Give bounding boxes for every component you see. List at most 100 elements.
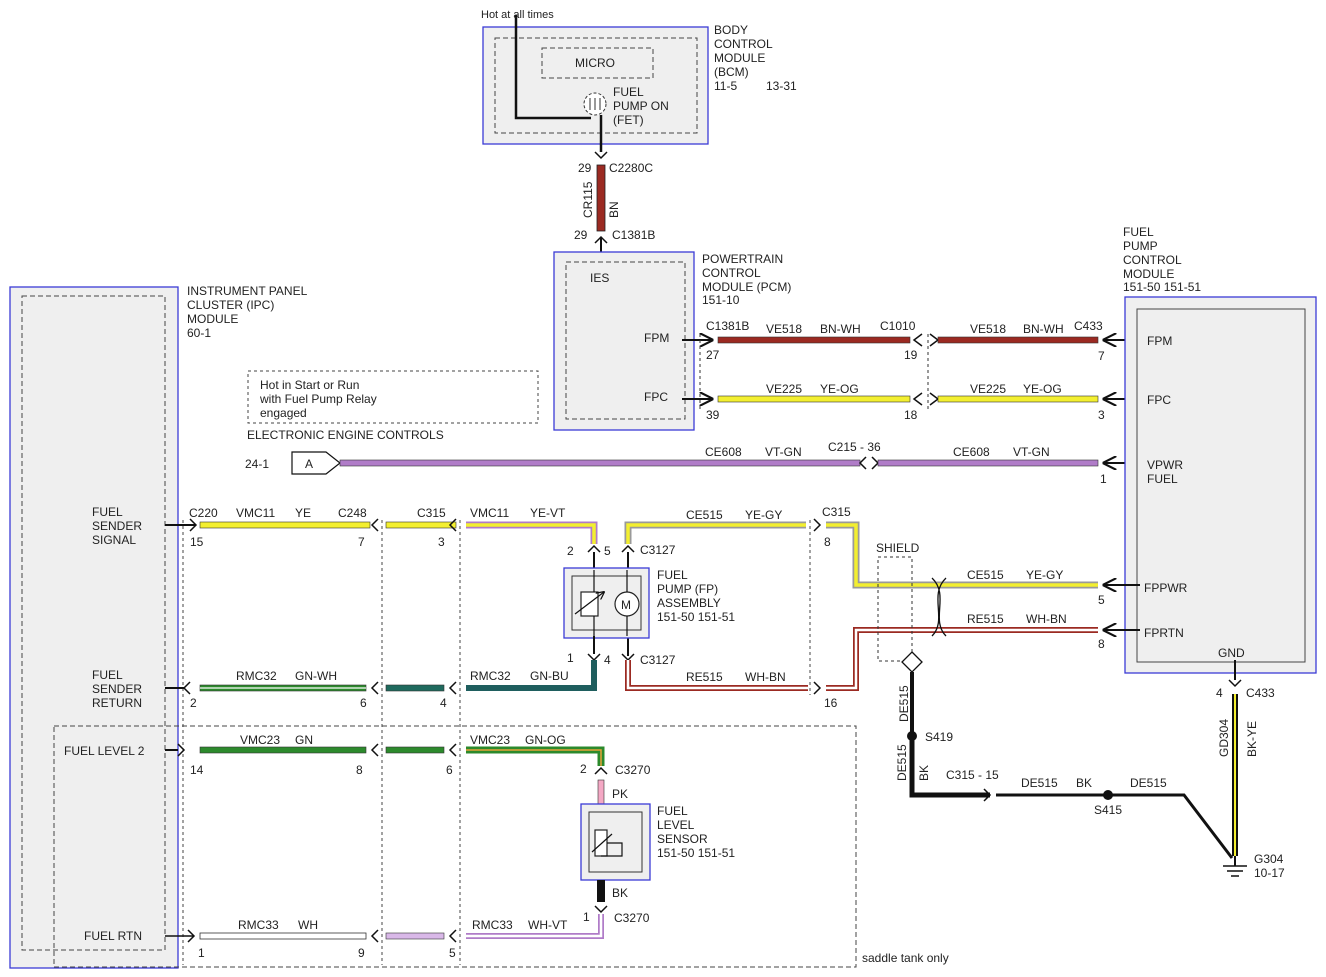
pin-c220-ret: 2 — [190, 696, 197, 710]
wire-bk-label: BK — [612, 886, 628, 900]
fet-line-1: FUEL — [613, 85, 644, 99]
bcm-ref-2: 13-31 — [766, 79, 797, 93]
ipc-pin-sig-2: SENDER — [92, 519, 142, 533]
connector-s419: S419 — [925, 730, 953, 744]
pin-fp-fpc: 3 — [1098, 408, 1105, 422]
ipc-pin-ret-2: SENDER — [92, 682, 142, 696]
wire-de515-id-b: DE515 — [895, 744, 909, 781]
wire-ve518-id-a: VE518 — [766, 322, 802, 336]
bcm-micro-label: MICRO — [575, 56, 615, 70]
pin-pcm-in: 29 — [574, 228, 588, 242]
ipc-pin-ret-3: RETURN — [92, 696, 142, 710]
ipc-module — [9, 286, 179, 969]
wire-vmc11-color-b: YE-VT — [530, 506, 566, 520]
wire-rmc33-color-a: WH — [298, 918, 318, 932]
wire-ve225-color-b: YE-OG — [1023, 382, 1062, 396]
pcm-label-2: CONTROL — [702, 266, 761, 280]
wire-vmc23-color-b: GN-OG — [525, 733, 566, 747]
pin-c1010-fpm: 19 — [904, 348, 918, 362]
sensor-label-3: SENSOR — [657, 832, 708, 846]
wire-cr115-id: CR115 — [581, 181, 595, 218]
connector-c220-top: C220 — [189, 506, 218, 520]
wire-bk-sensor — [597, 880, 605, 902]
pin-fp-fppwr: 5 — [1098, 593, 1105, 607]
ipc-pin-sig-3: SIGNAL — [92, 533, 136, 547]
wire-vmc23-id-a: VMC23 — [240, 733, 280, 747]
sensor-label-2: LEVEL — [657, 818, 695, 832]
connector-c3270-top: C3270 — [615, 763, 651, 777]
fpcm-pin-fpm: FPM — [1147, 334, 1172, 348]
pin-c315-rtn2: 5 — [449, 946, 456, 960]
fuel-level-sensor — [580, 803, 651, 881]
wire-ve225 — [682, 393, 1140, 405]
bcm-label-2: CONTROL — [714, 37, 773, 51]
connector-c1381b-top: C1381B — [612, 228, 655, 242]
wire-gd304-id: GD304 — [1217, 719, 1231, 757]
connector-c248: C248 — [338, 506, 367, 520]
pin-c315-l2: 6 — [446, 763, 453, 777]
wire-rmc32-color-a: GN-WH — [295, 669, 337, 683]
twisted-pair-icon — [931, 577, 947, 637]
wire-ve518-color-b: BN-WH — [1023, 322, 1064, 336]
pcm-label-1: POWERTRAIN — [702, 252, 783, 266]
fpcm-pin-fppwr: FPPWR — [1144, 581, 1188, 595]
fpcm-pin-fuel: FUEL — [1147, 472, 1178, 486]
connector-c315-a: C315 — [417, 506, 446, 520]
pin-c248-rtn: 9 — [358, 946, 365, 960]
wire-ve225-color-a: YE-OG — [820, 382, 859, 396]
wire-rmc32 — [165, 636, 601, 695]
saddle-tank-label: saddle tank only — [862, 951, 949, 965]
ground-g304: G304 — [1254, 852, 1284, 866]
pin-sensor-top: 2 — [580, 762, 587, 776]
bcm-ref-1: 11-5 — [714, 79, 737, 93]
wire-ve225-id-b: VE225 — [970, 382, 1006, 396]
wire-gd304-color: BK-YE — [1245, 721, 1259, 757]
ipc-pin-sig-1: FUEL — [92, 505, 123, 519]
fpcm-pin-gnd: GND — [1218, 646, 1245, 660]
wire-de515-id-d: DE515 — [1130, 776, 1167, 790]
wire-de515-color-c: BK — [1076, 776, 1092, 790]
ref-24-1: 24-1 — [245, 457, 269, 471]
flag-a-icon — [291, 451, 341, 475]
shield-box — [877, 556, 913, 662]
pcm-label-3: MODULE (PCM) — [702, 280, 791, 294]
wire-rmc33-color-b: WH-VT — [528, 918, 568, 932]
wire-rmc33 — [165, 905, 608, 943]
pump-label-3: ASSEMBLY — [657, 596, 721, 610]
pin-c1010-fpc: 18 — [904, 408, 918, 422]
pin-c248-l2: 8 — [356, 763, 363, 777]
ipc-pin-level2: FUEL LEVEL 2 — [64, 744, 145, 758]
wire-ve518 — [682, 334, 1140, 346]
pump-label-4: 151-50 151-51 — [657, 610, 735, 624]
fpcm-pin-vpwr: VPWR — [1147, 458, 1183, 472]
pin-pcm-fpm: 27 — [706, 348, 720, 362]
wire-re515 — [621, 630, 1140, 695]
ipc-label-4: 60-1 — [187, 326, 211, 340]
pin-bcm-out: 29 — [578, 161, 592, 175]
shield-label: SHIELD — [876, 541, 920, 555]
connector-s415: S415 — [1094, 803, 1122, 817]
wire-de515-id-a: DE515 — [897, 685, 911, 722]
connector-c315-b: C315 — [822, 505, 851, 519]
wire-ce608-color-a: VT-GN — [765, 445, 802, 459]
wire-pk-label: PK — [612, 787, 628, 801]
bcm-label-1: BODY — [714, 23, 748, 37]
hot-note-3: engaged — [260, 406, 307, 420]
wire-cr115-color: BN — [607, 201, 621, 218]
connector-c2280c: C2280C — [609, 161, 653, 175]
wire-vmc23-id-b: VMC23 — [470, 733, 510, 747]
pin-c248-sig: 7 — [358, 535, 365, 549]
wire-vmc11 — [165, 518, 601, 570]
ipc-pin-ret-1: FUEL — [92, 668, 123, 682]
pcm-pin-fpm: FPM — [644, 331, 669, 345]
fpcm-label-1: FUEL — [1123, 225, 1154, 239]
connector-c433-gnd: C433 — [1246, 686, 1275, 700]
pin-fp-fpm: 7 — [1098, 349, 1105, 363]
wire-vmc23 — [165, 743, 608, 805]
hot-at-all-times-label: Hot at all times — [481, 9, 554, 21]
wire-re515-color-a: WH-BN — [745, 670, 786, 684]
ipc-pin-rtn: FUEL RTN — [84, 929, 142, 943]
wire-re515-id-b: RE515 — [967, 612, 1004, 626]
pin-c220-l2: 14 — [190, 763, 204, 777]
